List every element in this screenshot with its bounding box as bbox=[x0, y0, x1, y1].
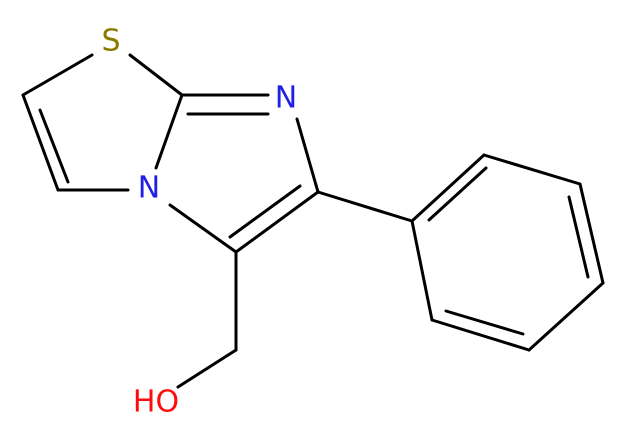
atom-hydroxyl-label: HO bbox=[133, 385, 179, 420]
bond-s-c-fused bbox=[128, 53, 184, 97]
bond-ph-5-6-inner bbox=[444, 309, 525, 336]
hydroxymethyl-group bbox=[176, 250, 238, 389]
bond-c5-n-bridge bbox=[168, 203, 238, 254]
bond-c-c-thiazole-inner bbox=[38, 108, 70, 184]
atom-nitrogen-bridge-label: N bbox=[138, 171, 160, 206]
bond-ph-5-6 bbox=[430, 318, 531, 352]
bond-ph-6-1 bbox=[410, 219, 434, 322]
bond-ch2-o bbox=[176, 348, 238, 389]
bond-ph-3-4 bbox=[578, 182, 605, 285]
imidazole-ring bbox=[154, 93, 320, 254]
atom-sulfur-label: S bbox=[101, 24, 120, 59]
bond-ph-2-3 bbox=[482, 153, 582, 186]
bond-c6-phenyl bbox=[316, 190, 414, 223]
thiazole-ring bbox=[21, 53, 184, 192]
bond-c-s bbox=[21, 53, 94, 97]
bond-ph-3-4-inner bbox=[567, 195, 590, 279]
atom-nitrogen-imine-label: N bbox=[275, 81, 297, 116]
bond-c6-c5-outer bbox=[234, 190, 320, 254]
bond-ph-1-2 bbox=[410, 153, 486, 223]
bond-c-c-thiazole bbox=[21, 93, 60, 192]
bond-fused-c-n-bridge bbox=[154, 93, 184, 170]
bond-ph-1-2-inner bbox=[427, 166, 488, 222]
bond-n-imine-c6 bbox=[295, 117, 320, 194]
phenyl-ring bbox=[316, 153, 605, 352]
bond-ph-4-5 bbox=[527, 281, 605, 352]
bond-c6-c5-inner bbox=[228, 184, 302, 239]
